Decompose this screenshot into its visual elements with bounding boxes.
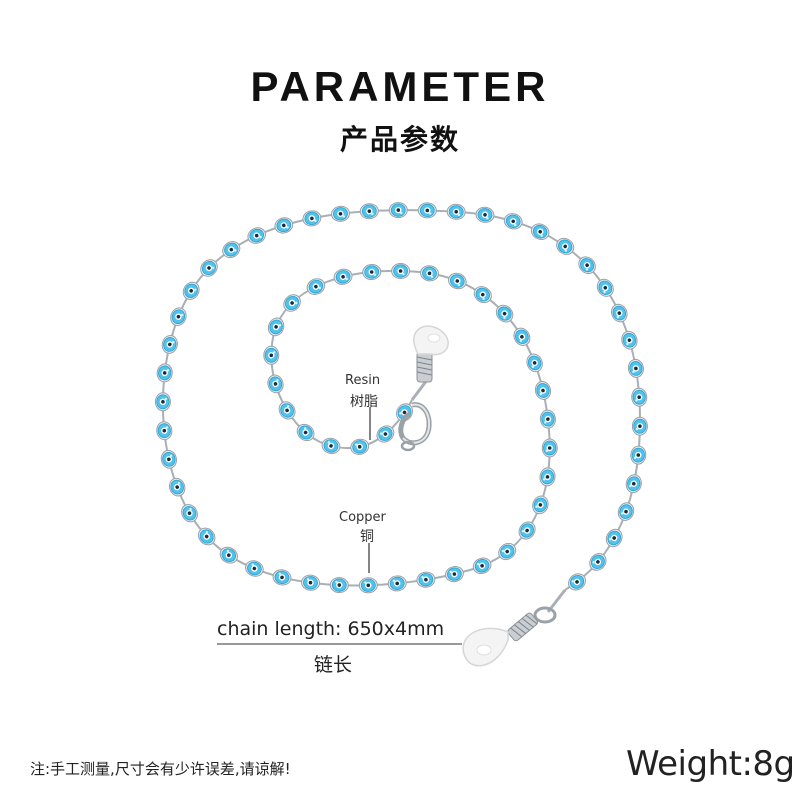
copper-label: Copper [339, 510, 386, 525]
evil-eye-bead-icon [156, 421, 173, 441]
evil-eye-bead-icon [219, 546, 238, 564]
evil-eye-bead-icon [530, 223, 550, 240]
evil-eye-bead-icon [170, 307, 187, 327]
evil-eye-bead-icon [278, 401, 296, 420]
evil-eye-bead-icon [302, 210, 322, 227]
evil-eye-bead-icon [630, 445, 647, 465]
evil-eye-bead-icon [503, 213, 523, 230]
evil-eye-bead-icon [247, 227, 266, 244]
copper-label-cn: 铜 [360, 529, 374, 545]
evil-eye-bead-icon [539, 467, 556, 487]
lobster-clasp-icon [398, 402, 432, 452]
evil-eye-bead-icon [627, 358, 644, 378]
evil-eye-bead-icon [358, 577, 378, 594]
evil-eye-bead-icon [472, 557, 492, 575]
evil-eye-bead-icon [168, 477, 186, 497]
spring-coil-icon [416, 351, 433, 383]
weight-spec: Weight:8g [626, 744, 795, 784]
evil-eye-bead-icon [197, 527, 216, 546]
evil-eye-bead-icon [156, 363, 173, 383]
evil-eye-bead-icon [387, 575, 407, 592]
evil-eye-bead-icon [222, 241, 241, 259]
evil-eye-bead-icon [498, 542, 517, 561]
inner-end-fitting [398, 325, 449, 452]
evil-eye-bead-icon [534, 381, 552, 400]
evil-eye-bead-icon [578, 256, 596, 275]
evil-eye-bead-icon [301, 574, 320, 591]
outer-end-fitting [462, 589, 567, 667]
evil-eye-bead-icon [568, 573, 586, 591]
evil-eye-bead-icon [200, 259, 218, 277]
evil-eye-bead-icon [329, 577, 349, 594]
silicone-loop-icon [413, 325, 449, 356]
evil-eye-bead-icon [359, 203, 379, 220]
evil-eye-bead-icon [306, 278, 326, 295]
evil-eye-bead-icon [376, 425, 395, 443]
evil-eye-bead-icon [518, 521, 536, 540]
measurement-disclaimer: 注:手工测量,尺寸会有少许误差,请谅解! [30, 760, 291, 778]
evil-eye-bead-icon [495, 304, 514, 323]
evil-eye-bead-icon [296, 423, 315, 442]
evil-eye-bead-icon [539, 409, 556, 429]
evil-eye-bead-icon [611, 303, 628, 323]
evil-eye-beads [154, 202, 648, 594]
evil-eye-bead-icon [350, 438, 370, 455]
spring-coil-icon [507, 612, 538, 642]
evil-eye-bead-icon [617, 502, 635, 521]
evil-eye-bead-icon [283, 294, 301, 312]
evil-eye-bead-icon [182, 281, 200, 300]
chain-length-label-cn: 链长 [314, 654, 353, 676]
evil-eye-bead-icon [267, 374, 284, 394]
evil-eye-bead-icon [473, 286, 492, 304]
chain-length-spec: chain length: 650x4mm [217, 618, 445, 640]
evil-eye-bead-icon [160, 449, 177, 469]
evil-eye-bead-icon [420, 265, 439, 282]
page-title: PARAMETER [250, 63, 550, 110]
evil-eye-bead-icon [447, 272, 467, 290]
evil-eye-bead-icon [605, 528, 623, 548]
evil-eye-bead-icon [596, 278, 614, 297]
evil-eye-bead-icon [161, 334, 178, 354]
evil-eye-bead-icon [333, 268, 353, 285]
evil-eye-bead-icon [263, 345, 280, 365]
evil-eye-bead-icon [589, 552, 607, 571]
evil-eye-bead-icon [631, 387, 648, 407]
resin-label-cn: 树脂 [350, 394, 378, 410]
evil-eye-bead-icon [362, 263, 382, 281]
evil-eye-bead-icon [391, 262, 411, 280]
evil-eye-bead-icon [526, 353, 543, 373]
resin-label: Resin [345, 373, 381, 388]
silicone-loop-icon [462, 627, 509, 667]
evil-eye-bead-icon [331, 205, 350, 222]
jump-ring-icon [533, 606, 557, 624]
evil-eye-bead-icon [274, 217, 294, 234]
evil-eye-bead-icon [532, 495, 549, 515]
evil-eye-bead-icon [267, 317, 285, 337]
evil-eye-bead-icon [513, 327, 531, 346]
evil-eye-bead-icon [416, 571, 436, 588]
evil-eye-bead-icon [541, 438, 558, 458]
evil-eye-bead-icon [154, 392, 171, 412]
evil-eye-bead-icon [272, 569, 292, 586]
evil-eye-bead-icon [245, 560, 264, 577]
evil-eye-bead-icon [621, 330, 638, 350]
page-subtitle: 产品参数 [339, 123, 460, 156]
evil-eye-bead-icon [475, 206, 495, 223]
evil-eye-bead-icon [625, 474, 642, 494]
evil-eye-bead-icon [444, 566, 464, 583]
evil-eye-bead-icon [388, 202, 408, 219]
evil-eye-bead-icon [631, 416, 648, 436]
evil-eye-bead-icon [417, 202, 437, 219]
evil-eye-bead-icon [181, 504, 198, 523]
evil-eye-bead-icon [321, 437, 341, 455]
evil-eye-bead-icon [556, 237, 575, 255]
evil-eye-bead-icon [446, 203, 466, 220]
